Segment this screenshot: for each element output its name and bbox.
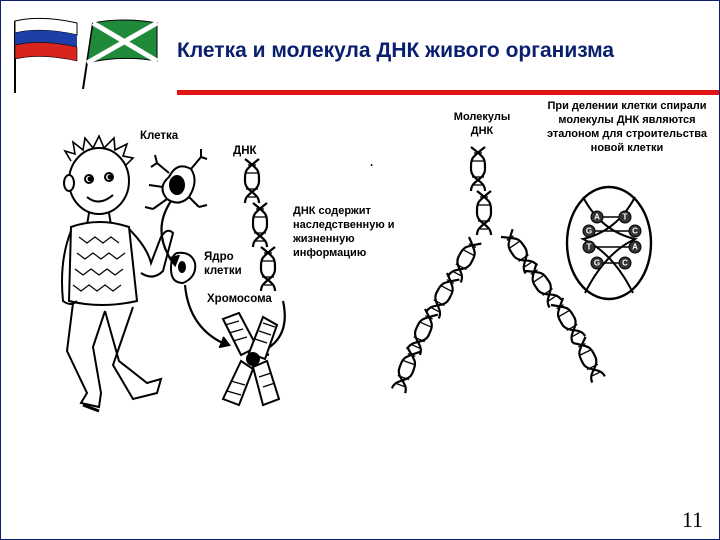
cell-label: Клетка — [140, 129, 178, 143]
dna-helix-left — [245, 159, 275, 291]
chromosome-illustration — [223, 313, 279, 405]
chromosome-label: Хромосома — [207, 292, 272, 306]
slide-title: Клетка и молекула ДНК живого организма — [177, 39, 614, 63]
base-letter: G — [594, 259, 600, 268]
base-letter: T — [587, 243, 592, 252]
base-letter: G — [586, 227, 592, 236]
title-underline — [177, 90, 719, 95]
border-guard-flag-icon — [83, 20, 157, 89]
page-number: 11 — [682, 507, 703, 533]
base-letter: A — [632, 243, 638, 252]
base-letter: T — [623, 213, 628, 222]
cell-division-text: При делении клетки спирали молекулы ДНК … — [539, 99, 715, 155]
dna-info-text: ДНК содержит наследственную и жизненную … — [293, 204, 417, 260]
nucleus-label: Ядро клетки — [204, 250, 248, 278]
boy-illustration — [62, 136, 173, 411]
base-letter: C — [632, 227, 638, 236]
cell-illustration — [145, 149, 207, 209]
russia-flag-icon — [15, 18, 77, 93]
dna-label: ДНК — [233, 144, 257, 158]
separator-dot: . — [370, 156, 373, 170]
base-letter: C — [622, 259, 628, 268]
dna-molecules-label: Молекулы ДНК — [443, 110, 521, 138]
base-letter: A — [594, 213, 600, 222]
